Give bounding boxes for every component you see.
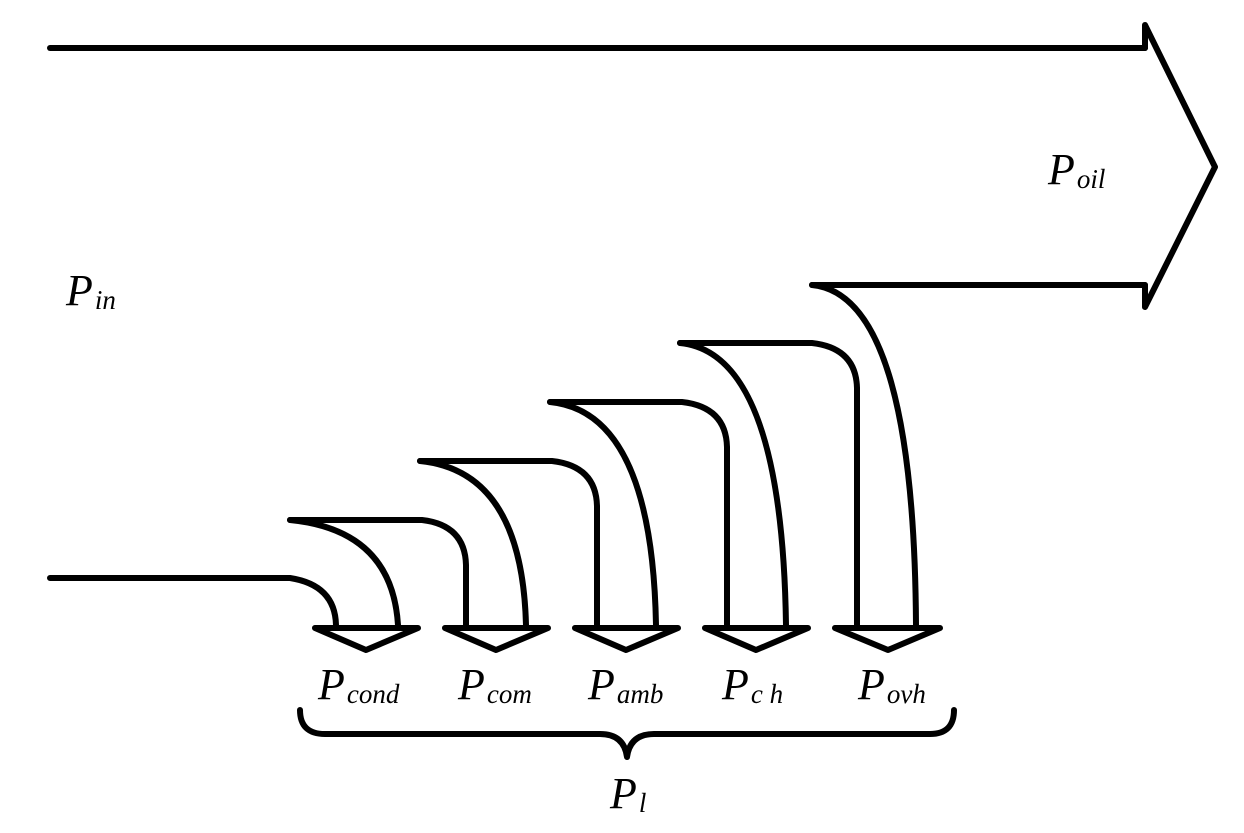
- input-bottom-edge: [47, 575, 339, 628]
- label-p-ch: Pc h: [721, 660, 783, 709]
- label-p-in: Pin: [65, 266, 116, 315]
- label-p-amb: Pamb: [587, 660, 663, 709]
- label-p-cond: Pcond: [317, 660, 400, 709]
- label-p-l: Pl: [609, 769, 646, 818]
- loss-arrow-ch: [677, 340, 860, 653]
- label-p-oil: Poil: [1047, 145, 1105, 194]
- main-flow-arrowhead: [1142, 22, 1218, 310]
- loss-arrow-ovh: [809, 282, 943, 653]
- loss-arrow-com: [417, 458, 600, 653]
- label-p-com: Pcom: [457, 660, 532, 709]
- loss-arrow-cond: [287, 517, 469, 653]
- loss-arrow-amb: [547, 399, 730, 653]
- loss-brace: [297, 707, 957, 760]
- label-p-ovh: Povh: [857, 660, 926, 709]
